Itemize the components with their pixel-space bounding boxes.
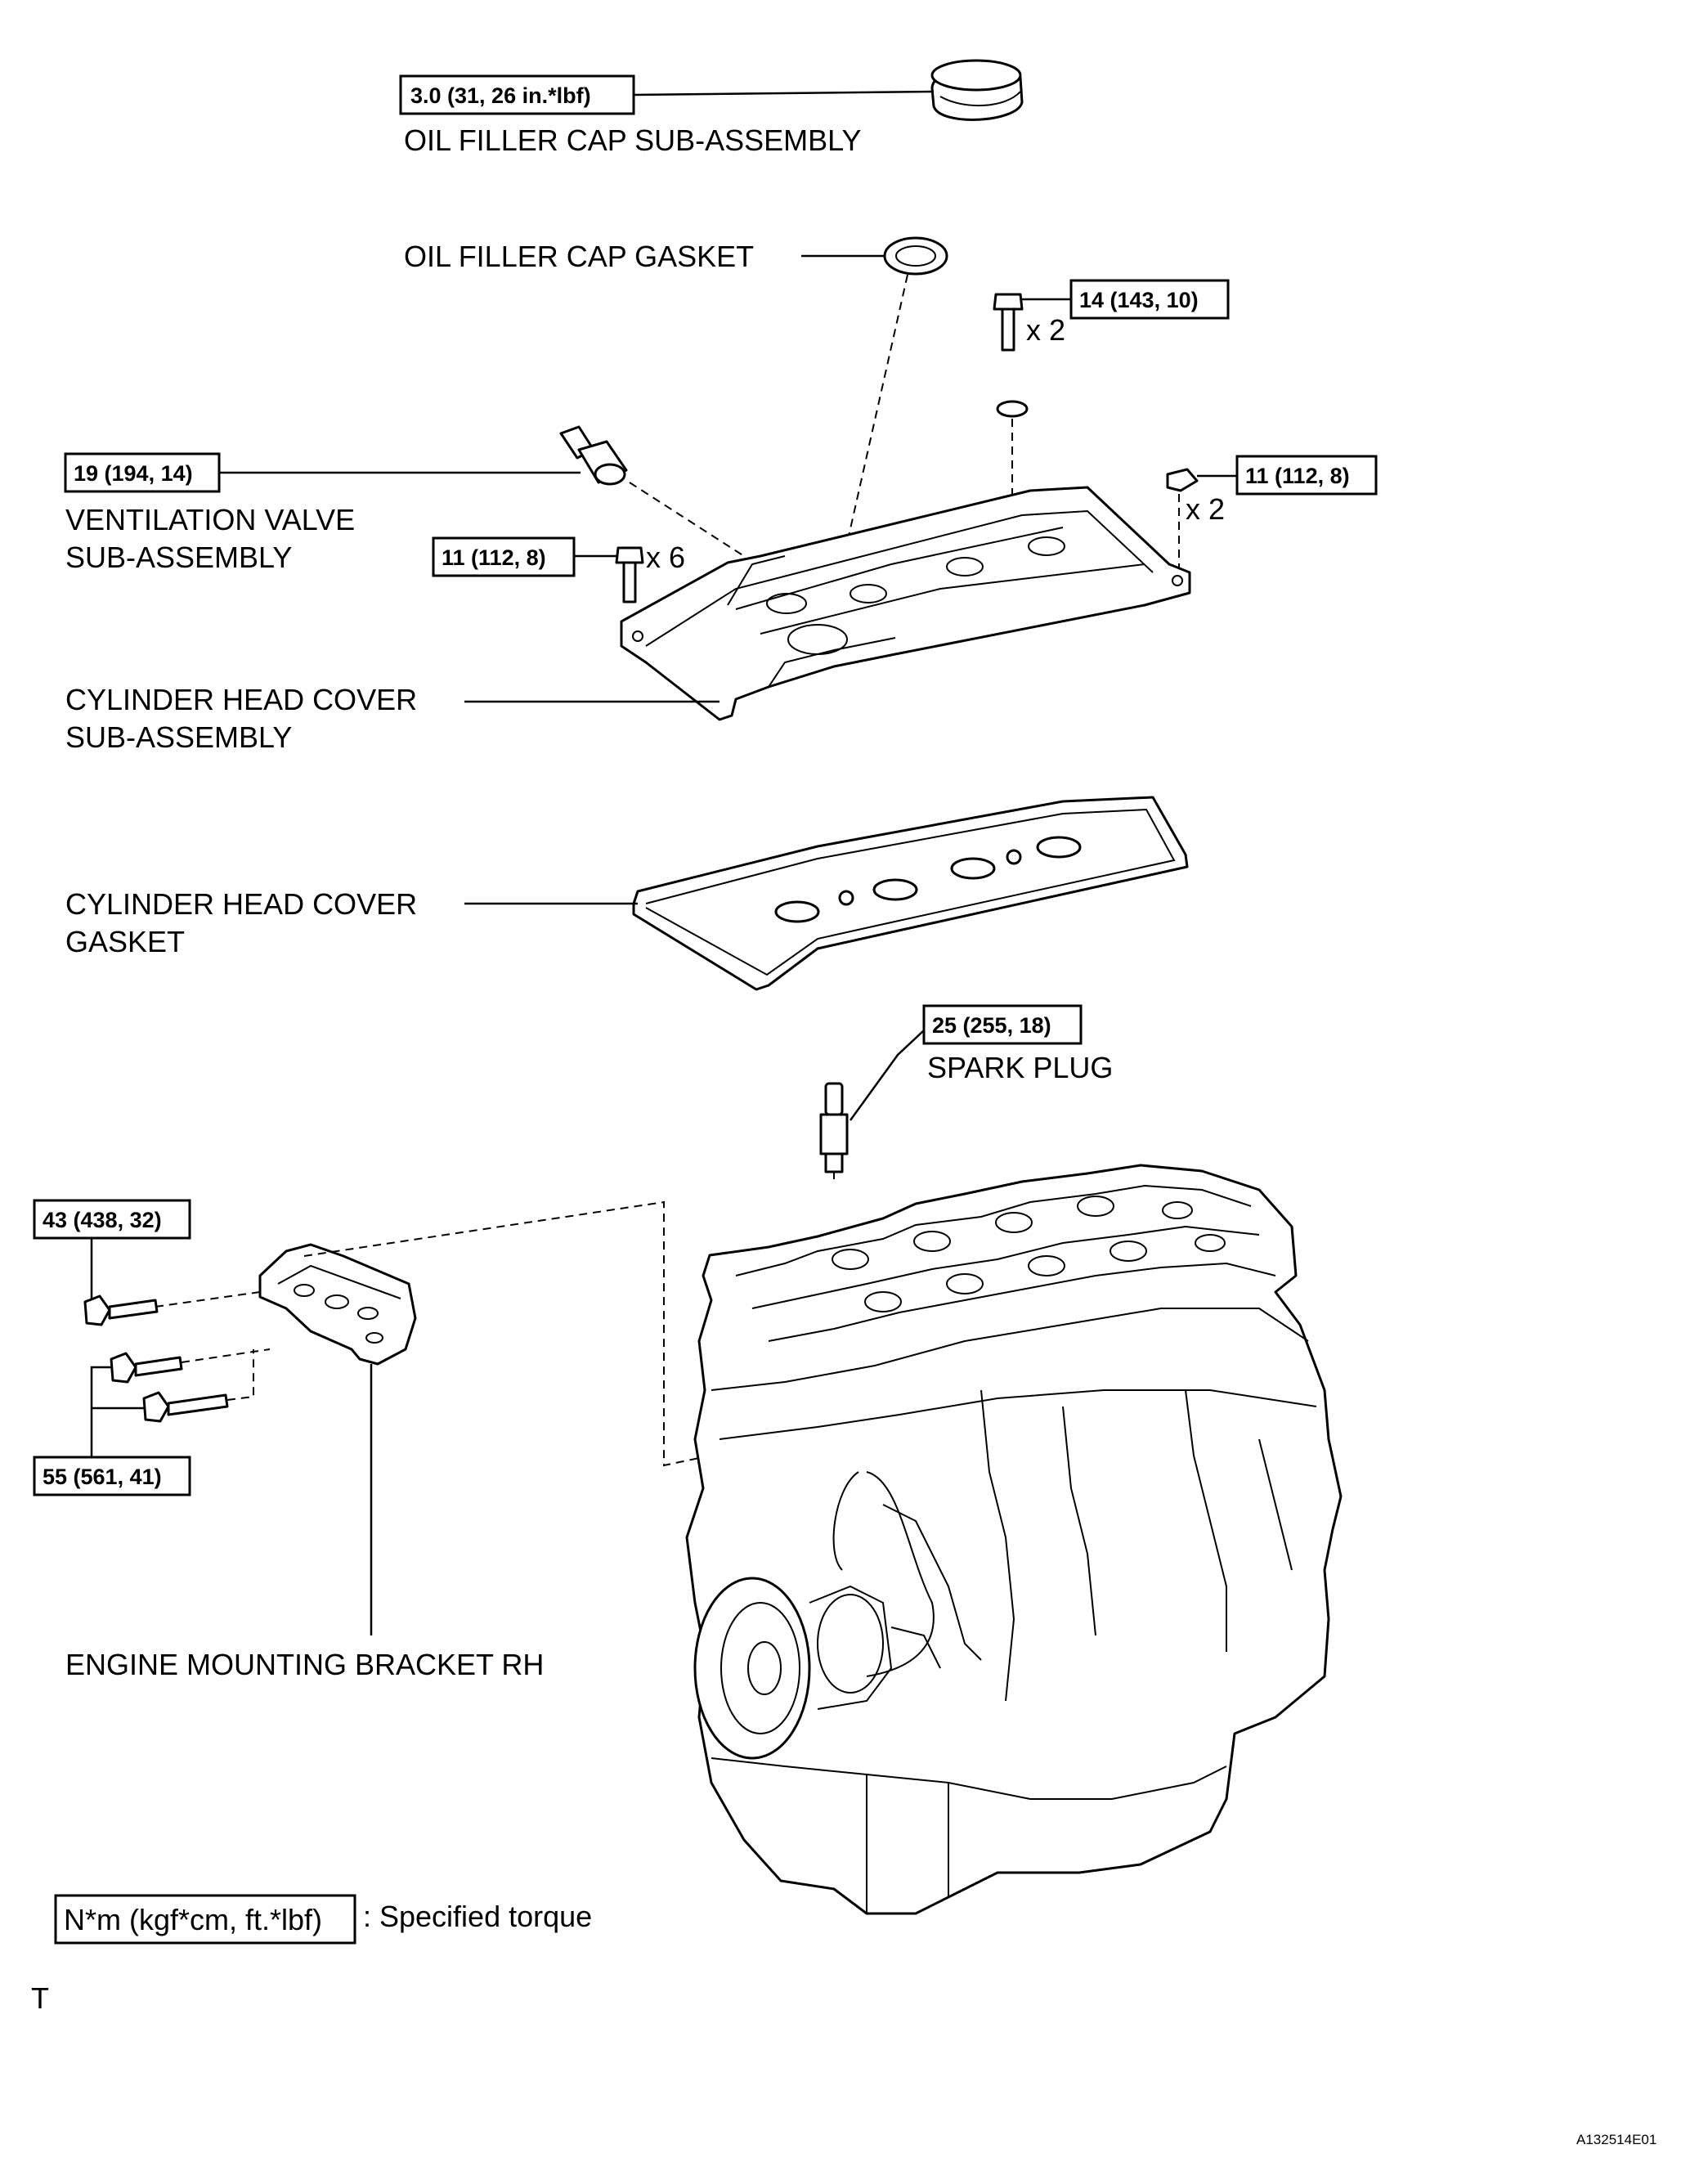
legend-unit: N*m (kgf*cm, ft.*lbf) — [64, 1903, 322, 1936]
left-bolt-drawing — [615, 546, 644, 603]
svg-text:19 (194, 14): 19 (194, 14) — [74, 461, 193, 486]
top-bolt-quantity: x 2 — [1026, 313, 1065, 347]
torque-legend: N*m (kgf*cm, ft.*lbf) : Specified torque — [54, 1894, 592, 1945]
ventilation-valve-drawing — [559, 425, 628, 486]
spark-plug-drawing — [819, 1082, 849, 1179]
bracket-bolts-drawing — [83, 1294, 229, 1423]
oil-filler-cap-gasket-label: OIL FILLER CAP GASKET — [404, 240, 754, 273]
right-nut-quantity: x 2 — [1186, 492, 1225, 526]
svg-text:14 (143, 10): 14 (143, 10) — [1079, 288, 1199, 312]
bracket-bottom-torque-callout: 55 (561, 41) — [33, 1366, 191, 1496]
right-nut-drawing — [1166, 468, 1199, 492]
bracket-top-torque-callout: 43 (438, 32) — [33, 1199, 191, 1300]
oil-filler-cap-drawing — [930, 59, 1024, 121]
svg-text:43 (438, 32): 43 (438, 32) — [43, 1208, 162, 1232]
cylinder-head-cover-gasket-label-1: CYLINDER HEAD COVER — [65, 887, 417, 921]
section-marker: T — [31, 1981, 49, 2015]
top-bolt-drawing — [993, 293, 1024, 352]
top-bolt-torque-callout: 14 (143, 10) — [1022, 279, 1230, 320]
cylinder-head-cover-label-2: SUB-ASSEMBLY — [65, 720, 292, 754]
spark-plug-torque-callout: 25 (255, 18) — [849, 1004, 1083, 1121]
cylinder-head-cover-gasket-label-2: GASKET — [65, 925, 185, 958]
ventilation-valve-label-2: SUB-ASSEMBLY — [65, 541, 292, 574]
right-nut-torque-callout: 11 (112, 8) — [1197, 455, 1378, 496]
engine-mounting-bracket-drawing — [258, 1243, 417, 1366]
svg-text:3.0 (31, 26 in.*lbf): 3.0 (31, 26 in.*lbf) — [410, 83, 591, 108]
cylinder-head-cover-label-1: CYLINDER HEAD COVER — [65, 683, 417, 716]
oil-filler-cap-gasket-drawing — [883, 236, 948, 276]
ventilation-valve-label-1: VENTILATION VALVE — [65, 503, 355, 536]
svg-text:55 (561, 41): 55 (561, 41) — [43, 1465, 162, 1489]
spark-plug-label: SPARK PLUG — [927, 1051, 1113, 1084]
figure-code: A132514E01 — [1576, 2132, 1656, 2147]
left-bolt-torque-callout: 11 (112, 8) — [432, 536, 618, 577]
washer-drawing — [996, 400, 1029, 418]
left-bolt-quantity: x 6 — [646, 541, 685, 574]
engine-block-drawing — [685, 1164, 1343, 1915]
oil-cap-torque-callout: 3.0 (31, 26 in.*lbf) — [399, 74, 935, 115]
valve-torque-callout: 19 (194, 14) — [64, 452, 581, 493]
legend-text: : Specified torque — [363, 1900, 592, 1933]
svg-text:11 (112, 8): 11 (112, 8) — [442, 545, 546, 570]
cylinder-head-cover-drawing — [620, 486, 1191, 721]
svg-text:25 (255, 18): 25 (255, 18) — [932, 1013, 1051, 1038]
oil-filler-cap-label: OIL FILLER CAP SUB-ASSEMBLY — [404, 123, 862, 157]
engine-mounting-bracket-label: ENGINE MOUNTING BRACKET RH — [65, 1648, 544, 1681]
cylinder-head-cover-gasket-drawing — [632, 796, 1189, 991]
svg-text:11 (112, 8): 11 (112, 8) — [1245, 464, 1350, 488]
